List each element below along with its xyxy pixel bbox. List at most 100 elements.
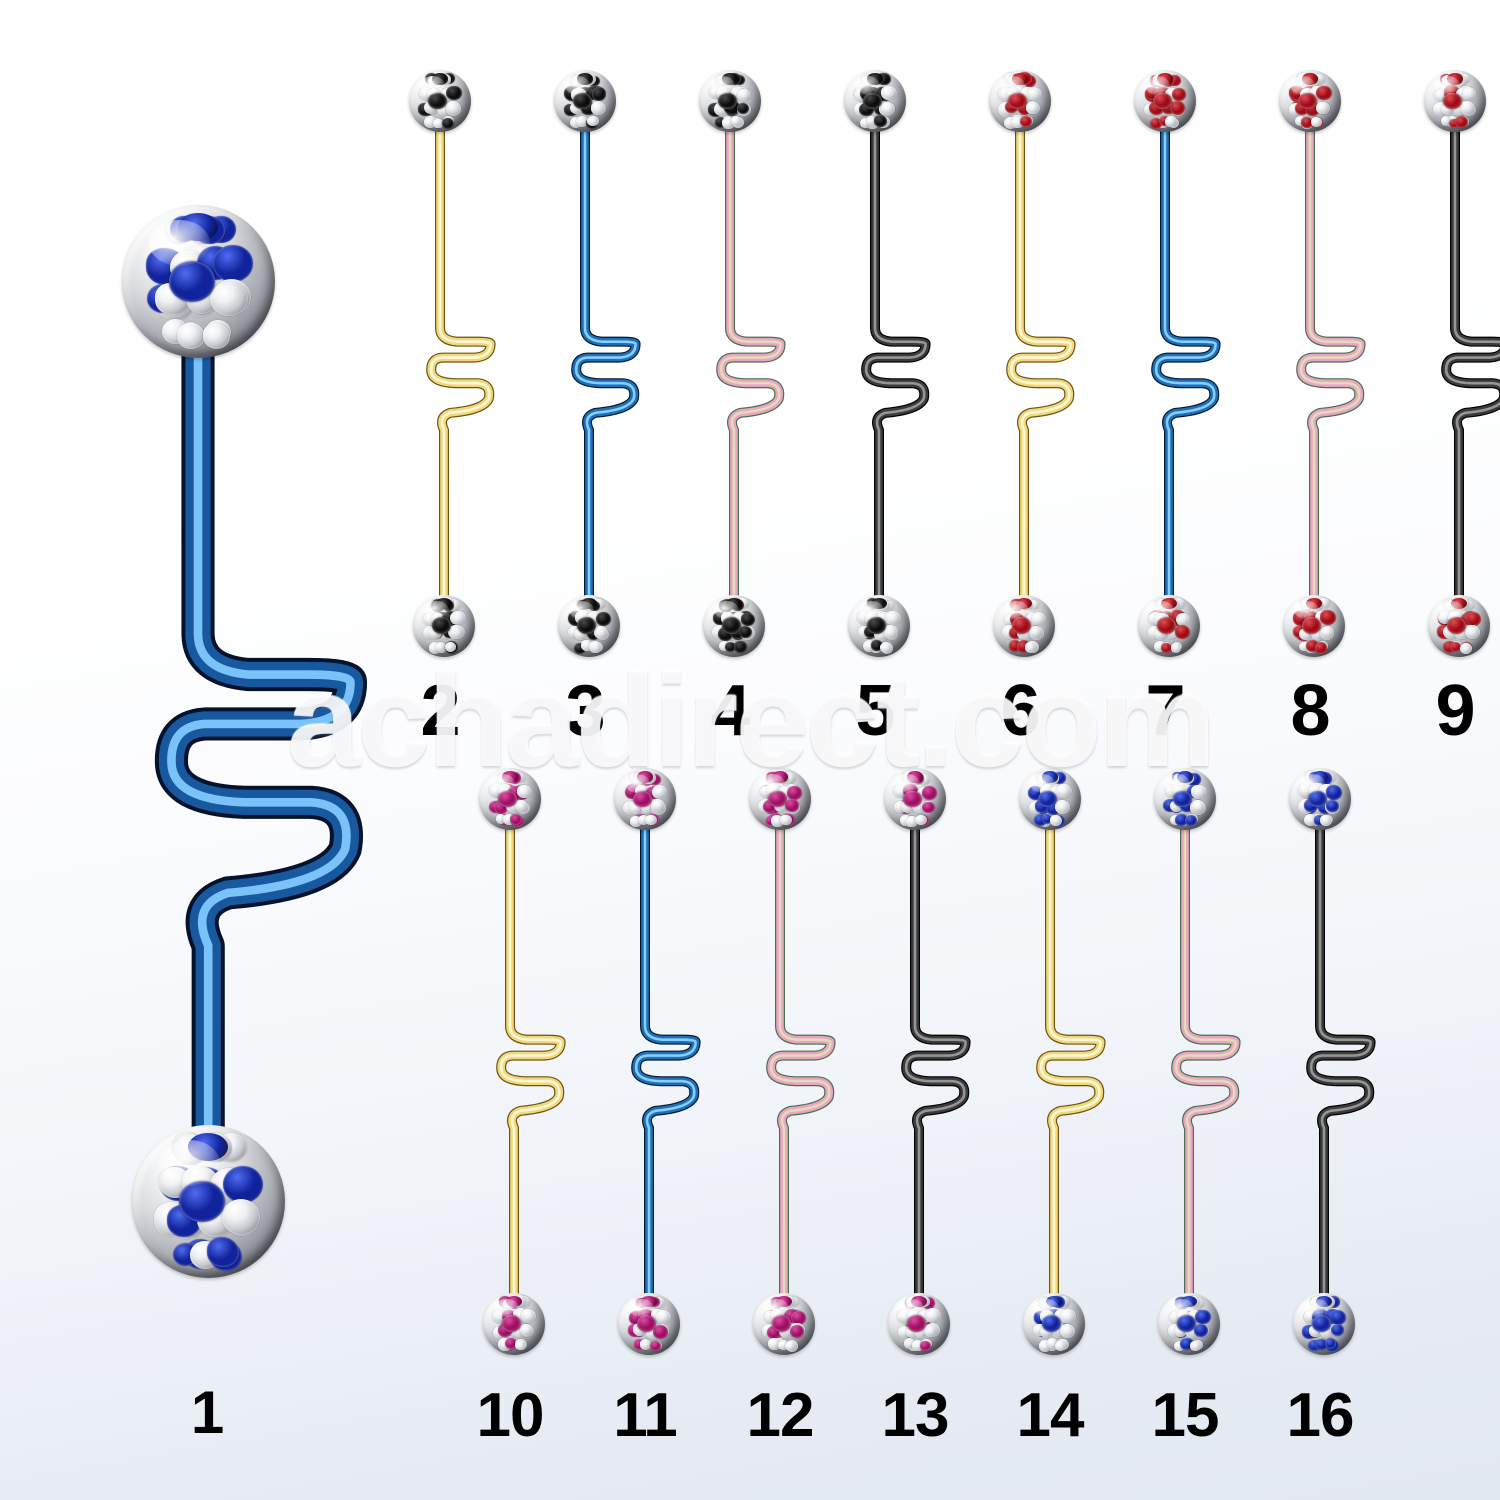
- ball-facets: [844, 70, 906, 132]
- ball-top-crystal: [1311, 771, 1329, 783]
- ball-color-crystal: [573, 642, 586, 654]
- ball-clear-crystal: [655, 1310, 671, 1325]
- ball-clear-crystal: [1011, 116, 1025, 129]
- ball-color-crystal: [1175, 814, 1188, 826]
- shaft-highlight: [167, 269, 355, 1148]
- product-label-5: 5: [855, 671, 895, 751]
- shaft-rainbow-green: [1300, 96, 1362, 603]
- ball-color-crystal: [206, 1237, 240, 1268]
- ball-color-crystal: [1168, 74, 1181, 87]
- ball-center-crystal: [428, 92, 447, 110]
- ball-clear-crystal: [1030, 611, 1046, 626]
- ball-clear-crystal: [1460, 101, 1476, 116]
- ball-facets: [1289, 768, 1351, 830]
- crystal-ball-product-item-11-top: [614, 768, 676, 830]
- ball-clear-crystal: [865, 116, 878, 127]
- ball-color-crystal: [510, 814, 522, 825]
- ball-facets: [413, 595, 475, 657]
- ball-clear-crystal: [1060, 1309, 1076, 1324]
- ball-color-crystal: [765, 816, 776, 826]
- crystal-ball-product-item-7-bottom: [1138, 594, 1200, 657]
- product-label-16: 16: [1286, 1381, 1355, 1450]
- ball-clear-crystal: [1295, 115, 1307, 126]
- ball-clear-crystal: [1026, 87, 1042, 101]
- ball-facets: [614, 768, 676, 830]
- ball-facets: [1424, 70, 1486, 132]
- product-item-4: [690, 70, 810, 657]
- ball-clear-crystal: [495, 814, 507, 824]
- shaft-highlight: [1039, 794, 1102, 1302]
- shaft-highlight: [1309, 794, 1372, 1302]
- shaft-rainbow-green: [720, 96, 782, 603]
- ball-clear-crystal: [1174, 1340, 1186, 1351]
- crystal-ball-product-item-15-bottom: [1158, 1292, 1220, 1355]
- ball-center-crystal: [907, 1315, 926, 1332]
- ball-clear-crystal: [1175, 613, 1190, 627]
- ball-clear-crystal: [721, 116, 735, 129]
- ball-clear-crystal: [1461, 86, 1477, 101]
- product-item-14: [1010, 768, 1130, 1355]
- ball-clear-crystal: [1170, 642, 1182, 653]
- ball-clear-crystal: [1299, 641, 1311, 652]
- ball-clear-crystal: [906, 816, 919, 827]
- ball-color-crystal: [633, 1338, 646, 1350]
- ball-clear-crystal: [1046, 1338, 1059, 1349]
- ball-clear-crystal: [898, 1326, 912, 1338]
- ball-top-crystal: [501, 771, 519, 783]
- ball-top-crystal: [771, 771, 789, 783]
- crystal-ball-product-item-14-bottom: [1023, 1292, 1085, 1355]
- ball-color-crystal: [785, 798, 799, 812]
- ball-clear-crystal: [1191, 784, 1207, 800]
- crystal-ball-product-item-16-bottom: [1293, 1292, 1355, 1355]
- ball-color-crystal: [1326, 800, 1340, 812]
- crystal-ball-product-item-5-bottom: [848, 594, 910, 657]
- ball-clear-crystal: [918, 774, 931, 785]
- ball-facets: [479, 768, 541, 830]
- ball-clear-crystal: [1055, 1341, 1067, 1352]
- ball-clear-crystal: [639, 1338, 652, 1350]
- ball-clear-crystal: [221, 1199, 261, 1235]
- crystal-ball-product-item-4-top: [699, 70, 761, 132]
- ball-clear-crystal: [1054, 800, 1070, 814]
- ball-color-crystal: [1325, 1338, 1337, 1349]
- ball-top-crystal: [906, 771, 924, 783]
- ball-center-crystal: [768, 790, 787, 808]
- ball-clear-crystal: [435, 642, 447, 653]
- ball-facets: [1283, 595, 1345, 657]
- product-item-5: [835, 70, 955, 657]
- crystal-ball-product-item-15-top: [1154, 768, 1216, 830]
- barbell-shaft-blue: [571, 92, 641, 607]
- ball-center-crystal: [1042, 1315, 1061, 1332]
- shaft-highlight: [429, 96, 492, 604]
- ball-clear-crystal: [719, 640, 731, 651]
- product-item-16: [1280, 768, 1400, 1355]
- ball-clear-crystal: [1460, 642, 1473, 654]
- ball-clear-crystal: [768, 1337, 782, 1350]
- ball-clear-crystal: [860, 118, 872, 128]
- ball-color-crystal: [1330, 1323, 1344, 1336]
- ball-clear-crystal: [650, 798, 666, 813]
- ball-clear-crystal: [1316, 597, 1330, 610]
- ball-clear-crystal: [516, 784, 532, 799]
- ball-clear-crystal: [576, 116, 588, 128]
- ball-clear-crystal: [177, 323, 206, 350]
- ball-facets: [888, 1293, 950, 1355]
- ball-color-crystal: [1326, 785, 1343, 800]
- product-label-8: 8: [1290, 671, 1330, 751]
- crystal-ball-product-item-9-top: [1424, 70, 1486, 132]
- ball-clear-crystal: [1319, 814, 1332, 826]
- ball-clear-crystal: [911, 1339, 925, 1352]
- ball-color-crystal: [1454, 116, 1469, 129]
- ball-clear-crystal: [1190, 1341, 1202, 1352]
- ball-center-crystal: [179, 1180, 225, 1223]
- crystal-ball-product-item-10-bottom: [483, 1292, 545, 1355]
- ball-facets: [618, 1293, 680, 1355]
- ball-clear-crystal: [1004, 117, 1018, 130]
- ball-clear-crystal: [1310, 117, 1322, 127]
- product-label-14: 14: [1016, 1381, 1085, 1450]
- crystal-ball-product-item-3-top: [554, 70, 616, 132]
- ball-color-crystal: [921, 786, 937, 801]
- barbell-shaft-rainbow: [766, 790, 836, 1305]
- ball-top-crystal: [1041, 771, 1059, 783]
